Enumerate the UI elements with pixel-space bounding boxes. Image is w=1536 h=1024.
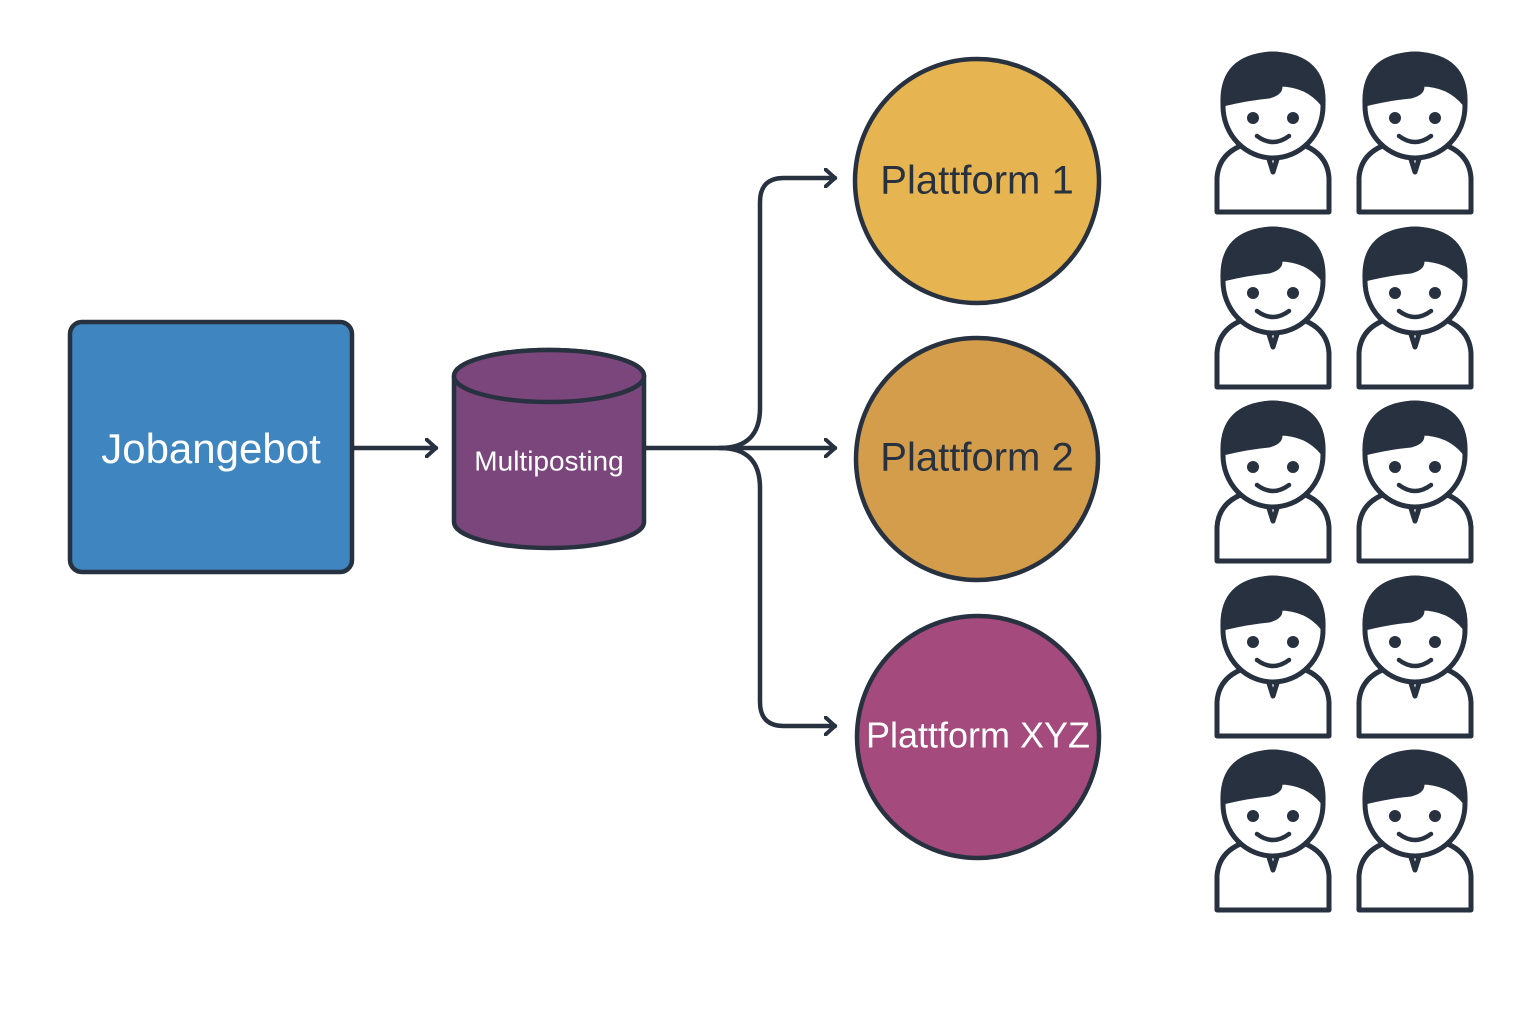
plattform-xyz-node: Plattform XYZ [854,613,1102,861]
jobangebot-label: Jobangebot [101,425,321,472]
person-icon [1217,229,1329,387]
plattform-1-circle [852,56,1102,306]
connectors [350,178,838,726]
plattform-xyz-circle [854,613,1102,861]
person-icon [1359,403,1471,561]
plattform-1-label: Plattform 1 [880,159,1073,203]
plattform-2-node: Plattform 2 [853,335,1101,583]
person-icon [1217,54,1329,212]
multiposting-label: Multiposting [474,445,623,476]
plattform-2-circle [853,335,1101,583]
audience-grid [1217,54,1471,910]
jobangebot-node: Jobangebot [67,319,355,575]
person-icon [1217,578,1329,736]
plattform-xyz-label: Plattform XYZ [866,715,1090,756]
multiposting-cylinder-top [451,347,647,405]
person-icon [1217,403,1329,561]
plattform-1-node: Plattform 1 [852,56,1102,306]
person-icon [1359,54,1471,212]
person-icon [1359,578,1471,736]
plattform-2-label: Plattform 2 [880,436,1073,480]
person-icon [1359,229,1471,387]
arrow-multiposting-to-plattform-xyz [717,445,838,726]
arrow-multiposting-to-plattform-1 [717,178,838,451]
jobangebot-box [67,319,355,575]
person-icon [1359,752,1471,910]
person-icon [1217,752,1329,910]
multiposting-node: Multiposting [451,347,647,551]
